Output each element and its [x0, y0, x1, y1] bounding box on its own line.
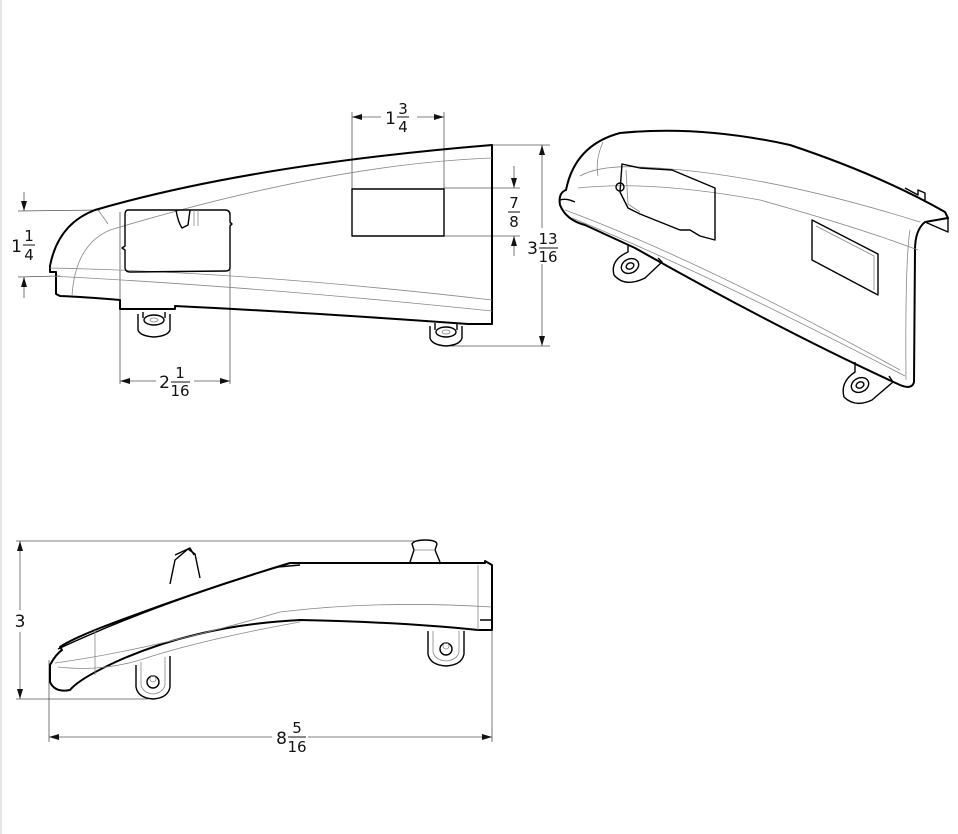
svg-text:4: 4: [24, 246, 34, 264]
dim-overall-length: 8 5 16: [276, 719, 306, 756]
svg-text:16: 16: [287, 738, 306, 756]
svg-text:1: 1: [24, 227, 34, 245]
dim-top-view-height: 3: [15, 612, 26, 632]
dim-overall-height: 3 13 16: [527, 230, 558, 266]
dim-window-height: 7 8: [508, 194, 520, 231]
dim-nose-height: 1 1 4: [11, 227, 35, 264]
svg-text:3: 3: [527, 239, 538, 259]
dim-window-width: 1 3 4: [385, 100, 409, 136]
dim-cutout-width: 2 1 16: [159, 364, 190, 400]
top-view: 3 8 5 16: [12, 539, 493, 756]
svg-text:4: 4: [398, 118, 408, 136]
svg-text:8: 8: [509, 213, 519, 231]
svg-text:7: 7: [509, 194, 519, 212]
svg-text:13: 13: [538, 230, 557, 248]
svg-text:16: 16: [170, 382, 189, 400]
svg-text:16: 16: [538, 248, 557, 266]
isometric-view: [558, 129, 949, 405]
svg-text:1: 1: [175, 364, 185, 382]
svg-text:2: 2: [159, 373, 170, 393]
svg-text:1: 1: [11, 237, 22, 257]
svg-text:1: 1: [385, 109, 396, 129]
svg-text:5: 5: [292, 719, 302, 737]
svg-text:8: 8: [276, 729, 287, 749]
svg-text:3: 3: [398, 100, 408, 118]
side-view: 1 3 4 7 8 3 13 16 1: [11, 100, 562, 400]
